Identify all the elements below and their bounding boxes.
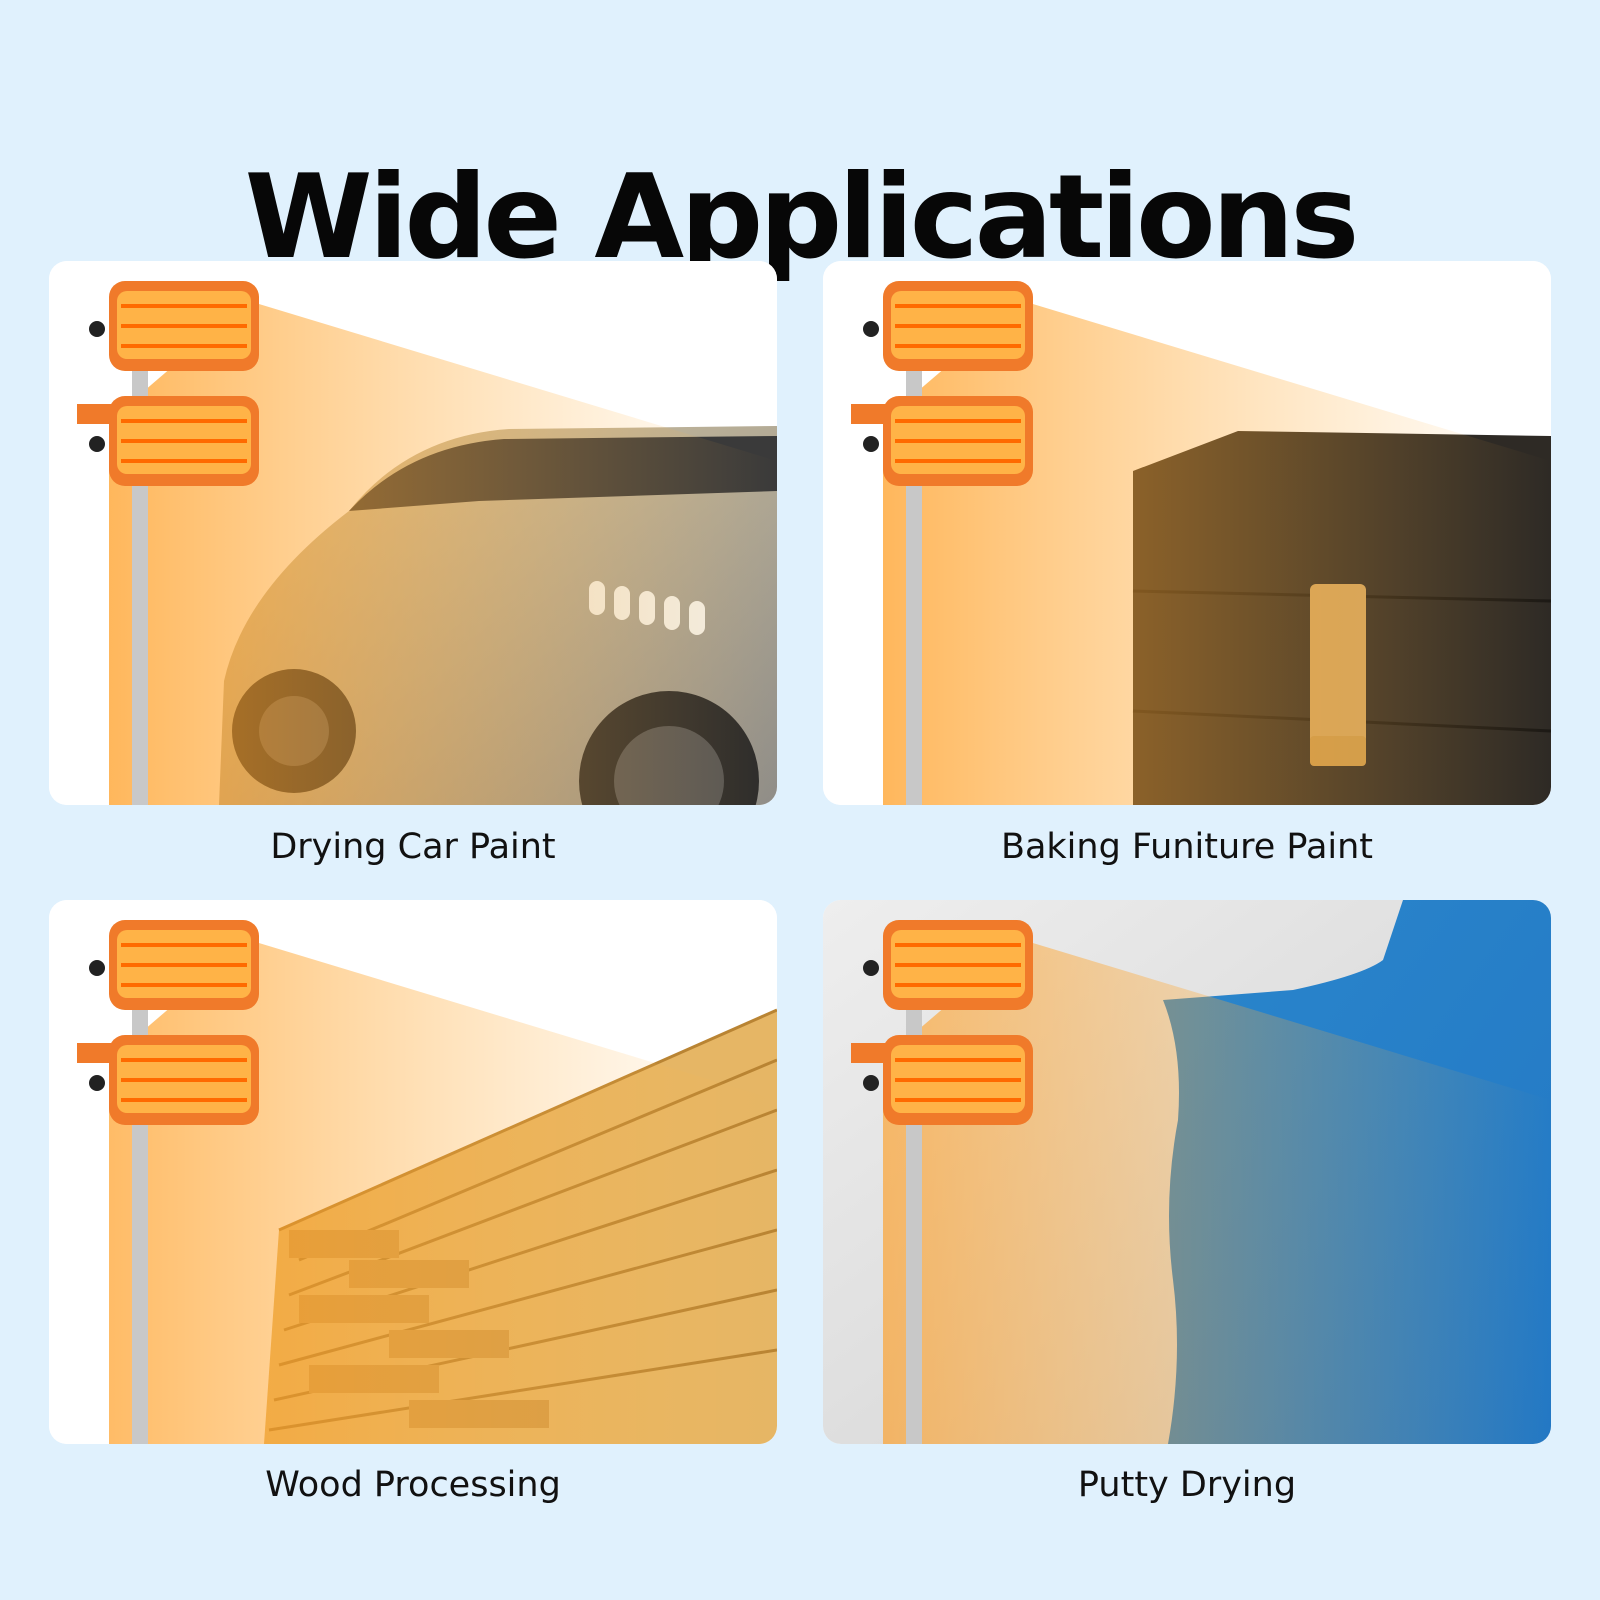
heater-icon (851, 281, 1033, 805)
application-image-car (49, 261, 777, 805)
heater-icon (77, 920, 259, 1444)
application-card-wall (823, 900, 1551, 1444)
application-image-wood (49, 900, 777, 1444)
heater-icon (851, 920, 1033, 1444)
heater-icon (77, 281, 259, 805)
application-caption-wall: Putty Drying (1077, 1465, 1297, 1505)
application-card-car (49, 261, 777, 805)
application-card-wood (49, 900, 777, 1444)
application-card-furniture (823, 261, 1551, 805)
application-image-wall (823, 900, 1551, 1444)
application-caption-car: Drying Car Paint (270, 827, 556, 867)
application-caption-furniture: Baking Funiture Paint (1000, 827, 1374, 867)
application-caption-wood: Wood Processing (265, 1465, 561, 1505)
application-image-furniture (823, 261, 1551, 805)
